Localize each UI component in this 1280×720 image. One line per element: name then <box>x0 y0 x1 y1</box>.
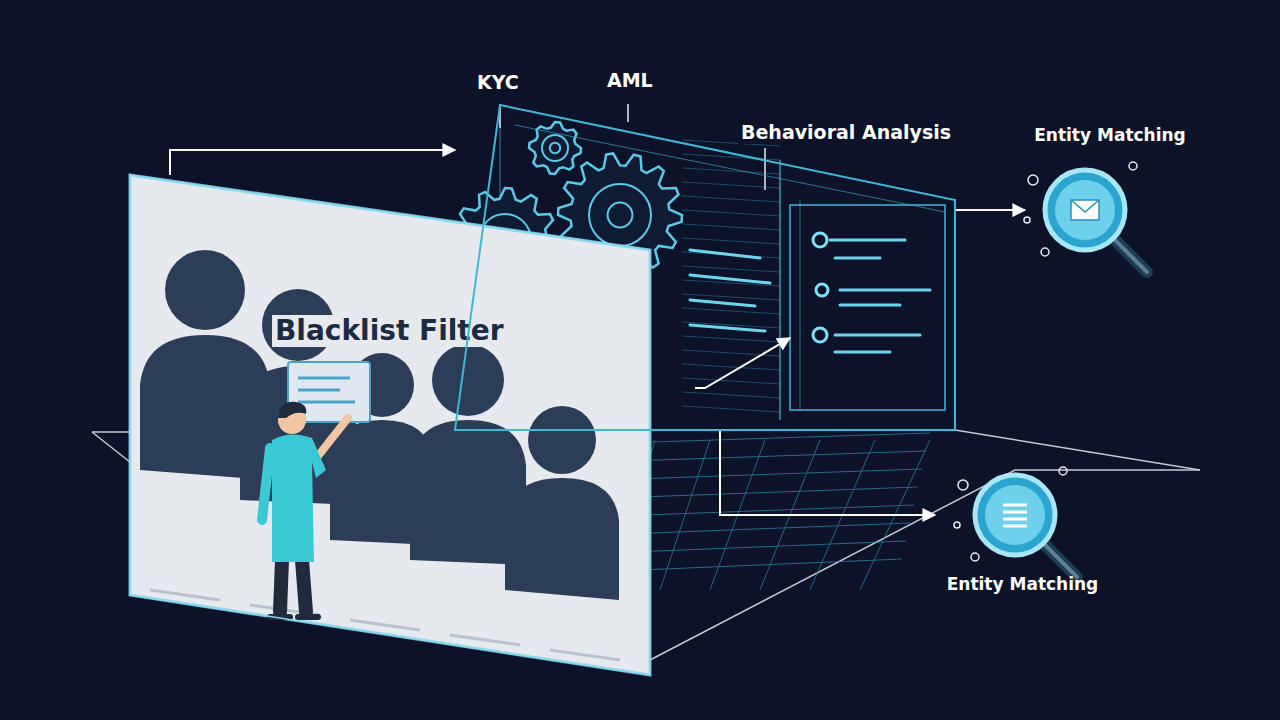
stage-label: AML <box>607 70 653 92</box>
hatch-line <box>682 210 780 216</box>
hatch-line <box>682 266 780 272</box>
flow-arrow <box>955 209 1025 211</box>
hatch-line <box>682 392 780 398</box>
filter-panel-node: Blacklist Filter <box>130 175 650 675</box>
caption-bar <box>550 650 620 660</box>
magnifier-icon <box>1024 162 1147 272</box>
node-outline <box>1025 120 1195 290</box>
caption-bar <box>450 635 520 645</box>
flow-arrow <box>695 338 790 388</box>
matching-node: Entity Matching <box>935 465 1110 605</box>
analyst-figure <box>262 362 370 617</box>
filter-panel <box>130 175 650 675</box>
gear-hub <box>589 184 651 246</box>
hatch-line <box>682 224 780 230</box>
hatch-line <box>682 336 780 342</box>
stage-label: Behavioral Analysis <box>738 122 954 144</box>
panel-texture <box>150 590 620 660</box>
panel-border <box>130 175 650 675</box>
timeline-dot <box>813 233 828 342</box>
flow-arrow <box>170 150 455 175</box>
gear-hub <box>542 135 568 161</box>
node-outline <box>130 175 650 675</box>
gear-axle <box>550 143 560 153</box>
hatch-line <box>682 196 780 202</box>
node-label: Entity Matching <box>1034 126 1186 146</box>
panel-title: Blacklist Filter <box>272 315 507 347</box>
hatch-line <box>682 294 780 300</box>
caption-bar <box>150 590 220 600</box>
grid-line <box>608 541 906 553</box>
node-outline <box>455 100 955 430</box>
analysis-stage: KYCAMLBehavioral Analysis <box>455 100 955 430</box>
hatch-line <box>682 406 780 412</box>
caption-bar <box>350 620 420 630</box>
hatch-line <box>682 308 780 314</box>
gear-axle <box>608 203 633 228</box>
magnifier-icon <box>954 467 1077 577</box>
grid-line <box>616 559 902 571</box>
hatch-line <box>682 364 780 370</box>
person-silhouette <box>140 250 619 600</box>
matching-node: Entity Matching <box>1025 120 1195 290</box>
hatch-line <box>682 378 780 384</box>
node-label: Entity Matching <box>947 575 1099 595</box>
grid-line <box>660 440 710 590</box>
flow-arrow <box>720 430 935 515</box>
panel-edge <box>130 175 650 675</box>
leader-line <box>500 104 765 190</box>
text-bars <box>690 240 930 352</box>
wireframe-wall <box>455 105 955 430</box>
wireframe-hatch <box>682 140 780 412</box>
stage-label: KYC <box>477 72 519 94</box>
hatch-line <box>682 238 780 244</box>
